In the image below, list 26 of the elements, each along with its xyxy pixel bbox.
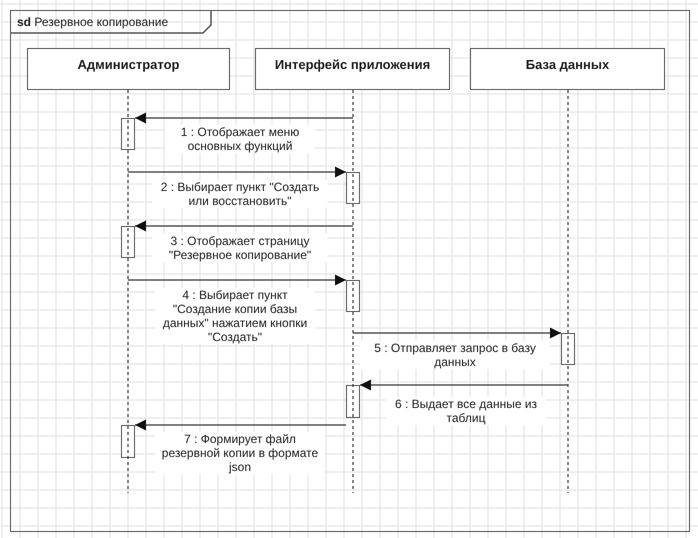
message-label: 5 : Отправляет запрос в базу данных [360,341,550,369]
message-label: 7 : Формирует файл резервной копии в формате json [155,432,325,474]
message-arrow [135,420,346,430]
message-label: 1 : Отображает меню основных функций [165,125,315,153]
message-arrow [353,328,561,338]
message-label: 3 : Отображает страницу "Резервное копирование" [152,234,328,262]
message-arrow [128,274,346,286]
lifeline-head: Интерфейс приложения [255,48,450,90]
activation-bar [561,333,575,365]
activation-bar [121,226,135,258]
activation-bar [121,118,135,150]
message-arrow [128,166,346,178]
frame [10,10,690,532]
activation-bar [346,385,360,418]
message-label: 4 : Выбирает пункт "Создание копии базы данных" нажатием кнопки "Создать" [155,288,315,344]
frame-title: sd Резервное копирование [17,15,168,29]
activation-bar [346,280,360,312]
message-arrow [135,220,353,232]
activation-bar [121,425,135,458]
lifeline-head: Администратор [27,48,230,90]
message-label: 6 : Выдает все данные из таблиц [386,397,546,425]
activation-bar [346,172,360,204]
message-arrow [360,380,568,390]
message-label: 2 : Выбирает пункт "Создать или восстановить" [152,180,328,208]
message-arrow [135,112,353,124]
lifeline-head: База данных [470,48,665,90]
